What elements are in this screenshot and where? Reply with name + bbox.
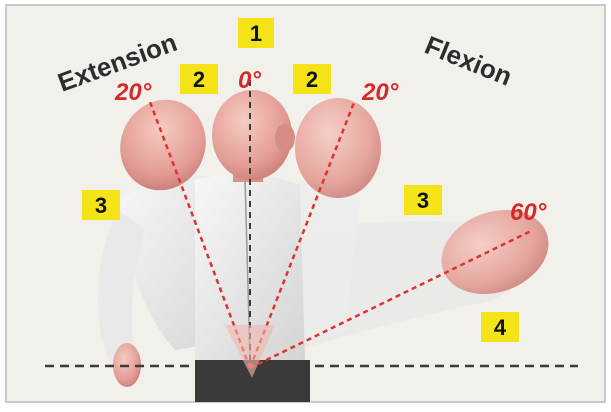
angle-label-neutral-0: 0° <box>238 67 261 94</box>
zone-badge-2-left: 2 <box>180 64 218 94</box>
zone-badge-3-right: 3 <box>404 185 442 215</box>
angle-label-flexion-20: 20° <box>361 79 399 106</box>
head-flexion-20 <box>295 98 381 198</box>
zone-badge-1: 1 <box>238 18 274 48</box>
zone-label: 3 <box>417 188 429 213</box>
zone-badge-4: 4 <box>481 312 519 342</box>
zone-badge-3-left: 3 <box>82 190 120 220</box>
ear-neutral <box>275 124 295 152</box>
zone-label: 2 <box>306 67 318 92</box>
angle-label-flexion-60: 60° <box>510 199 547 226</box>
zone-label: 4 <box>494 315 507 340</box>
angle-label-extension-20: 20° <box>114 79 152 106</box>
zone-label: 3 <box>95 193 107 218</box>
zone-label: 2 <box>193 67 205 92</box>
zone-badge-2-right: 2 <box>293 64 331 94</box>
zone-label: 1 <box>250 21 262 46</box>
